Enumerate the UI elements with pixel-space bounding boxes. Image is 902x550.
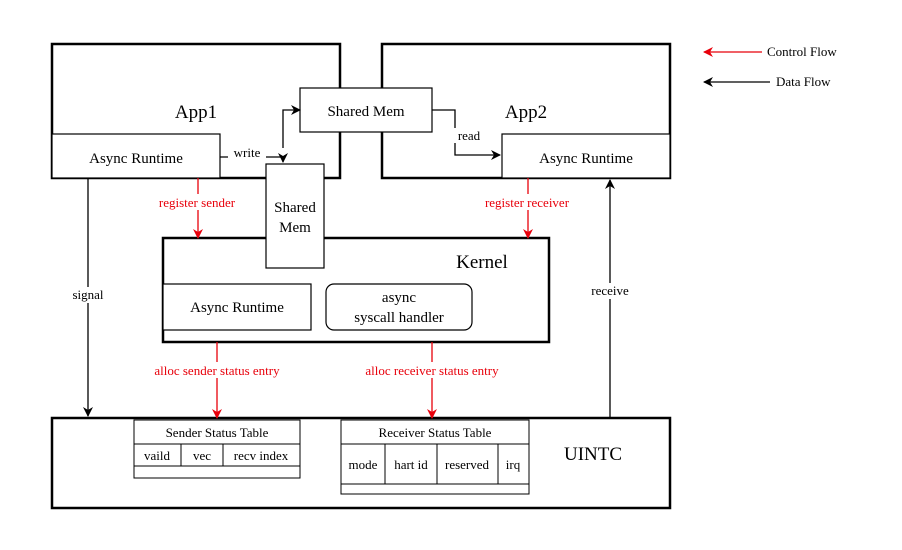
sender-status-table: Sender Status Table vaild vec recv index bbox=[133, 419, 301, 479]
alloc-receiver-flow: alloc receiver status entry bbox=[345, 342, 519, 419]
register-sender-flow: register sender bbox=[145, 178, 249, 239]
legend-data-label: Data Flow bbox=[776, 74, 831, 89]
write-arrow-top bbox=[282, 105, 301, 148]
register-sender-label: register sender bbox=[159, 195, 236, 210]
app2-box: App2 Async Runtime bbox=[380, 42, 672, 180]
read-flow: read bbox=[432, 109, 501, 160]
kernel-box: Kernel Async Runtime async syscall handl… bbox=[161, 236, 551, 344]
sender-table-title: Sender Status Table bbox=[166, 425, 269, 440]
register-receiver-label: register receiver bbox=[485, 195, 570, 210]
shared-mem-top: Shared Mem bbox=[299, 87, 433, 133]
shared-mem-side-line1: Shared bbox=[274, 200, 316, 216]
sender-col-recv-index: recv index bbox=[234, 448, 289, 463]
receiver-col-mode: mode bbox=[349, 457, 378, 472]
alloc-sender-label: alloc sender status entry bbox=[154, 363, 280, 378]
signal-label: signal bbox=[72, 287, 103, 302]
kernel-async-runtime-label: Async Runtime bbox=[190, 300, 284, 316]
shared-mem-side: Shared Mem bbox=[265, 163, 325, 269]
receiver-col-hart-id: hart id bbox=[394, 457, 428, 472]
app1-title: App1 bbox=[175, 102, 217, 123]
uintc-box: UINTC Sender Status Table vaild vec recv… bbox=[50, 416, 672, 510]
receive-label: receive bbox=[591, 283, 629, 298]
kernel-syscall-handler bbox=[325, 283, 473, 331]
sender-col-vec: vec bbox=[193, 448, 211, 463]
shared-mem-top-label: Shared Mem bbox=[327, 104, 404, 120]
kernel-syscall-line2: syscall handler bbox=[354, 310, 444, 326]
read-label: read bbox=[458, 128, 481, 143]
app1-box: App1 Async Runtime bbox=[50, 42, 342, 180]
alloc-receiver-label: alloc receiver status entry bbox=[365, 363, 499, 378]
app1-async-runtime bbox=[51, 133, 221, 179]
sender-col-valid: vaild bbox=[144, 448, 170, 463]
receiver-status-table: Receiver Status Table mode hart id reser… bbox=[340, 419, 530, 495]
shared-mem-side-line2: Mem bbox=[279, 220, 311, 236]
signal-flow: signal bbox=[62, 178, 114, 417]
app2-title: App2 bbox=[505, 102, 547, 123]
receiver-col-reserved: reserved bbox=[445, 457, 490, 472]
alloc-sender-flow: alloc sender status entry bbox=[137, 342, 297, 419]
receiver-table-title: Receiver Status Table bbox=[379, 425, 492, 440]
register-receiver-flow: register receiver bbox=[470, 178, 584, 239]
receiver-col-irq: irq bbox=[506, 457, 521, 472]
app2-async-runtime bbox=[501, 133, 671, 179]
app2-async-runtime-label: Async Runtime bbox=[539, 151, 633, 167]
write-flow: write bbox=[220, 105, 301, 163]
legend-control-label: Control Flow bbox=[767, 44, 837, 59]
write-label: write bbox=[234, 145, 261, 160]
kernel-title: Kernel bbox=[456, 252, 508, 273]
receive-flow: receive bbox=[583, 179, 638, 418]
app1-async-runtime-label: Async Runtime bbox=[89, 151, 183, 167]
legend: Control Flow Data Flow bbox=[703, 44, 837, 89]
uintc-title: UINTC bbox=[564, 444, 622, 465]
kernel-syscall-line1: async bbox=[382, 290, 416, 306]
kernel-async-runtime bbox=[162, 283, 312, 331]
